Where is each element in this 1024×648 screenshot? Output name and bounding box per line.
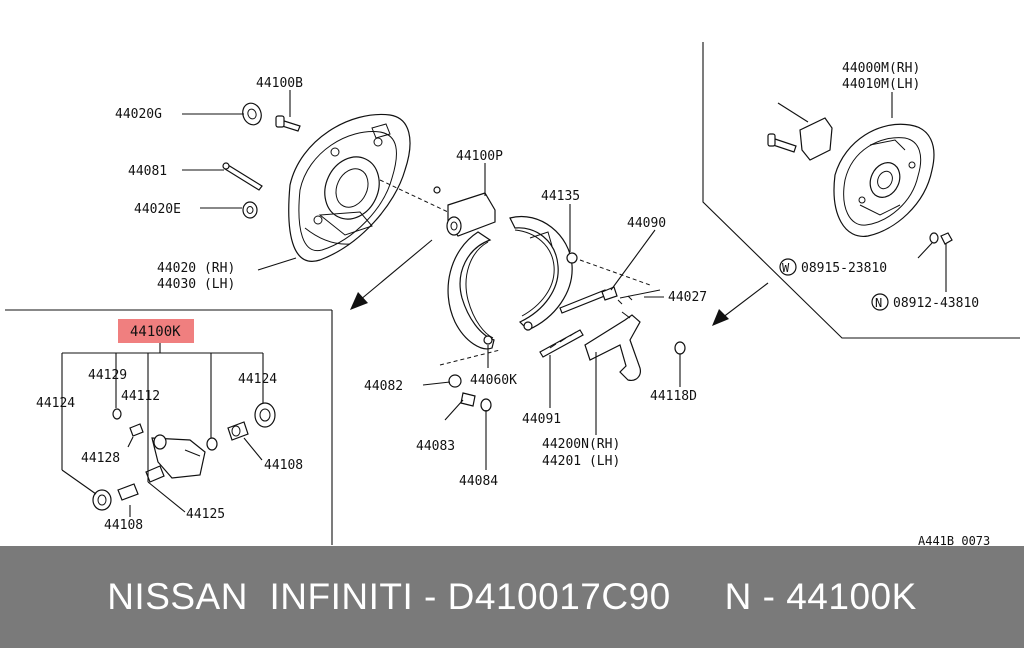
label-44060k: 44060K — [470, 373, 517, 388]
backing-plate-drawing — [288, 113, 411, 262]
wheel-cylinder-44100p-drawing — [379, 179, 496, 237]
label-44100k: 44100K — [130, 324, 181, 340]
adjuster-44027-drawing — [617, 289, 661, 305]
highlight-box-44100k — [118, 319, 194, 343]
label-44027: 44027 — [668, 290, 707, 305]
label-44124-left: 44124 — [36, 396, 75, 411]
direction-arrow-lh — [712, 282, 769, 326]
label-44091: 44091 — [522, 412, 561, 427]
label-44135: 44135 — [541, 189, 580, 204]
boot-44124-left-drawing — [92, 489, 112, 511]
boot-44124-right-drawing — [254, 402, 276, 428]
lever-44200n-drawing — [584, 311, 641, 381]
bleeder-44128-drawing — [129, 423, 144, 437]
label-44201-lh: 44201 (LH) — [542, 454, 620, 469]
adjuster-44090-drawing — [559, 259, 651, 314]
cup-44112-drawing — [206, 437, 218, 451]
rod-44081-drawing — [222, 162, 263, 191]
bolt-44100b-drawing — [275, 115, 301, 132]
cap-44129-drawing — [112, 408, 122, 420]
retainer-44082-drawing — [439, 349, 501, 388]
label-44100b: 44100B — [256, 76, 303, 91]
lh-section-divider — [702, 42, 1020, 339]
nut-44020e-drawing — [242, 201, 258, 219]
leader-lines — [61, 90, 947, 517]
label-44108-right: 44108 — [264, 458, 303, 473]
label-44124-right: 44124 — [238, 372, 277, 387]
label-44118d: 44118D — [650, 389, 697, 404]
label-44020-rh: 44020 (RH) — [157, 261, 235, 276]
label-44108-left: 44108 — [104, 518, 143, 533]
label-w-mark: W — [782, 261, 790, 275]
label-44084: 44084 — [459, 474, 498, 489]
label-44030-lh: 44030 (LH) — [157, 277, 235, 292]
nut-08912-drawing — [940, 232, 953, 245]
piston-44108-right-drawing — [227, 421, 249, 441]
nut-symbol-n — [871, 293, 889, 311]
diagram-code: A441B 0073 — [918, 534, 990, 546]
spring-44084-drawing — [480, 398, 492, 412]
footer-bar: NISSAN INFINITI - D410017C90 N - 44100K — [0, 546, 1024, 648]
label-08915-23810: 08915-23810 — [801, 261, 887, 276]
label-44020g: 44020G — [115, 107, 162, 122]
washer-08915-drawing — [929, 232, 939, 244]
label-44100p: 44100P — [456, 149, 503, 164]
label-44200n-rh: 44200N(RH) — [542, 437, 620, 452]
footer-part-numbers: NISSAN INFINITI - D410017C90 N - 44100K — [107, 576, 917, 617]
label-44000m-rh: 44000M(RH) — [842, 61, 920, 76]
cylinder-body-44125-drawing — [151, 434, 206, 479]
label-44128: 44128 — [81, 451, 120, 466]
direction-arrow-main — [350, 239, 433, 310]
brake-shoe-front-drawing — [447, 231, 495, 350]
label-44129: 44129 — [88, 368, 127, 383]
brake-shoe-rear-drawing — [509, 216, 578, 331]
washer-symbol-w — [779, 258, 797, 276]
label-44083: 44083 — [416, 439, 455, 454]
pin-44083-drawing — [460, 392, 476, 407]
label-44090: 44090 — [627, 216, 666, 231]
spring-44125-drawing — [145, 465, 165, 483]
label-n-mark: N — [875, 296, 882, 310]
piston-44108-left-drawing — [117, 483, 139, 501]
label-44010m-lh: 44010M(LH) — [842, 77, 920, 92]
label-44020e: 44020E — [134, 202, 181, 217]
brake-parts-diagram: 44100B 44020G 44081 44020E 44020 (RH) 44… — [5, 42, 1020, 546]
label-44082: 44082 — [364, 379, 403, 394]
label-44081: 44081 — [128, 164, 167, 179]
brake-assembly-44000m-drawing — [767, 102, 935, 237]
label-44125: 44125 — [186, 507, 225, 522]
nut-44020g-drawing — [242, 102, 262, 126]
label-08912-43810: 08912-43810 — [893, 296, 979, 311]
clip-44118d-drawing — [674, 341, 686, 355]
rod-44091-drawing — [539, 329, 584, 358]
label-44112: 44112 — [121, 389, 160, 404]
